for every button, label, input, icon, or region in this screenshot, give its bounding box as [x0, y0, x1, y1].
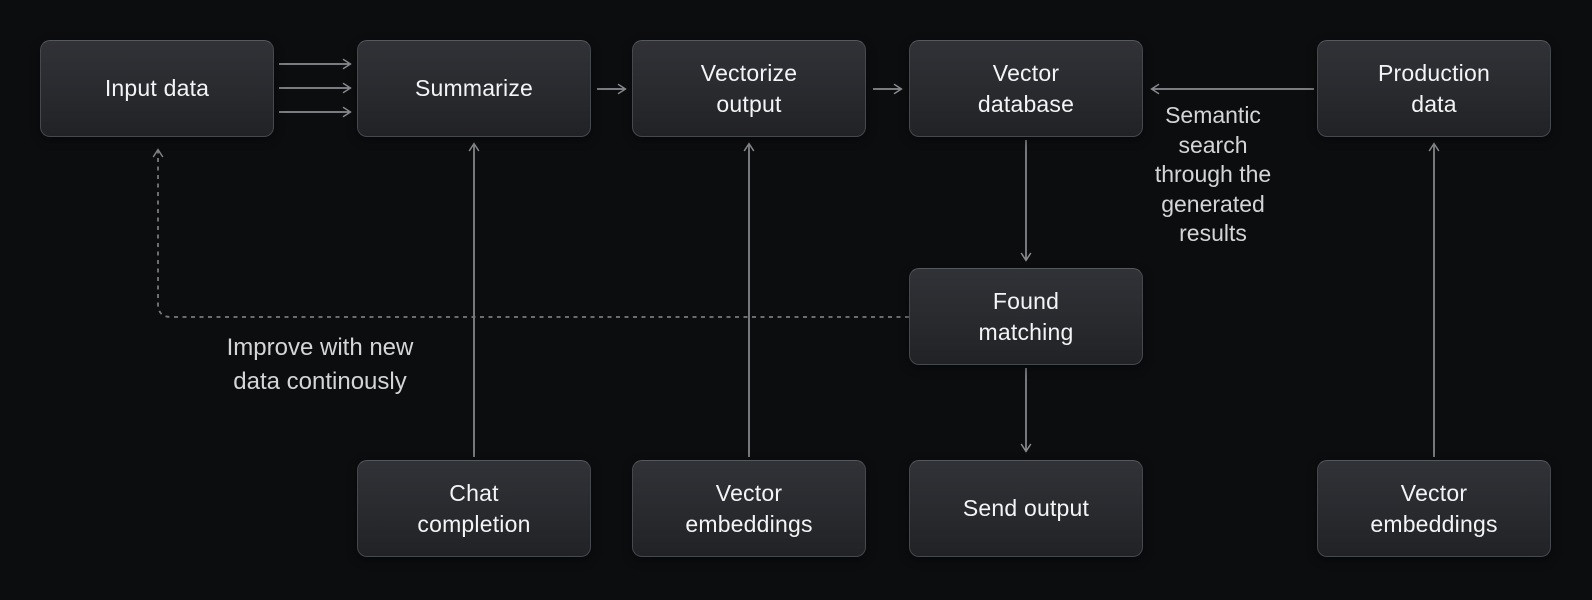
node-vector-database: Vector database [909, 40, 1143, 137]
node-vector-embeddings-right-label: Vector embeddings [1370, 479, 1498, 537]
node-vectorize-output: Vectorize output [632, 40, 866, 137]
node-found-matching: Found matching [909, 268, 1143, 365]
node-summarize: Summarize [357, 40, 591, 137]
node-input-data-label: Input data [104, 75, 210, 101]
node-vector-embeddings-left-label: Vector embeddings [685, 479, 813, 537]
node-chat-completion-label: Chat completion [417, 479, 531, 537]
node-send-output-label: Send output [962, 495, 1090, 521]
node-found-matching-label: Found matching [978, 287, 1074, 345]
node-production-data-label: Production data [1378, 59, 1490, 117]
annotation-semantic-search: Semantic search through the generated re… [1154, 102, 1272, 246]
node-production-data: Production data [1317, 40, 1551, 137]
node-vector-embeddings-right: Vector embeddings [1317, 460, 1551, 557]
node-input-data: Input data [40, 40, 274, 137]
annotation-improve-continously: Improve with new data continously [226, 334, 414, 395]
arrow-input-to-summarize [279, 58, 352, 118]
node-chat-completion: Chat completion [357, 460, 591, 557]
node-vector-database-label: Vector database [977, 59, 1075, 117]
dashed-arrow-found-to-input [152, 148, 909, 318]
node-summarize-label: Summarize [414, 75, 534, 101]
node-send-output: Send output [909, 460, 1143, 557]
node-vector-embeddings-left: Vector embeddings [632, 460, 866, 557]
node-vectorize-output-label: Vectorize output [700, 59, 798, 117]
